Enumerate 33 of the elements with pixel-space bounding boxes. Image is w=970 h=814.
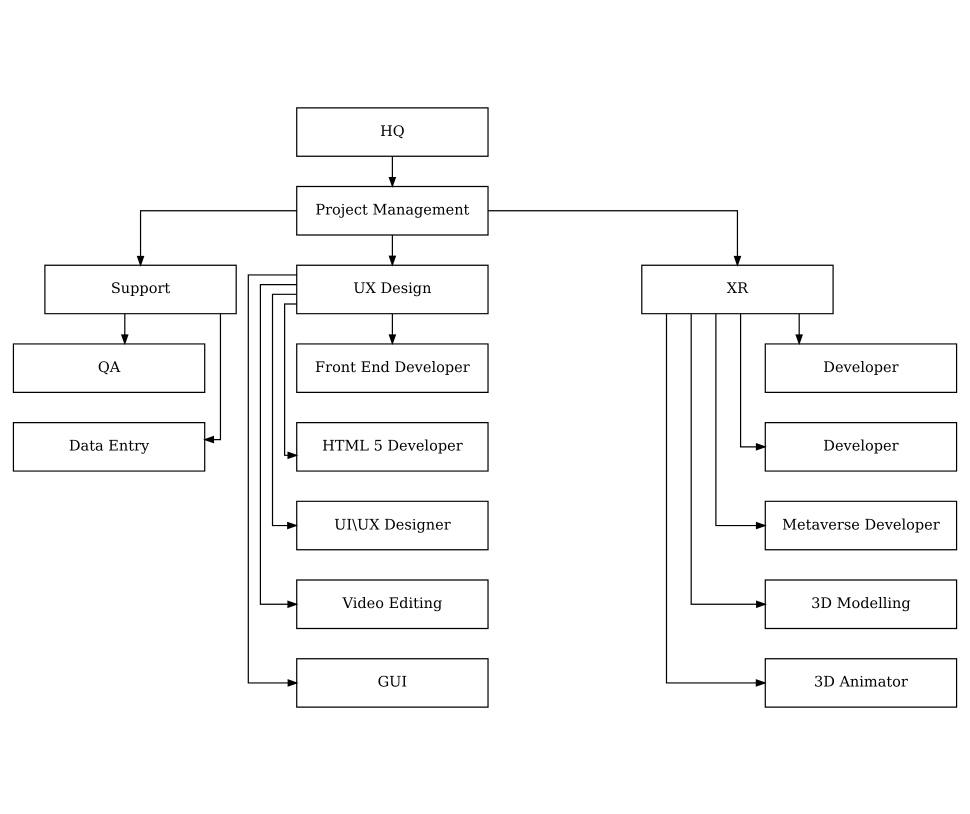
arrow xyxy=(120,313,129,345)
arrow xyxy=(248,274,299,686)
arrow xyxy=(715,313,767,529)
node-box: Project Management xyxy=(296,185,489,236)
node-box: UX Design xyxy=(296,264,489,314)
arrow xyxy=(272,293,298,529)
arrow xyxy=(388,234,396,266)
node-box: HTML 5 Developer xyxy=(296,422,489,472)
arrow xyxy=(795,313,803,345)
node-box: GUI xyxy=(296,658,489,708)
node-box: HQ xyxy=(296,106,489,156)
arrow xyxy=(136,210,296,266)
node-box: Developer xyxy=(764,342,958,392)
node-box: Video Editing xyxy=(296,578,489,629)
node-box: Metaverse Developer xyxy=(764,500,958,550)
arrow xyxy=(260,284,298,608)
arrow xyxy=(388,313,396,345)
arrow xyxy=(690,314,767,608)
node-box: Developer xyxy=(764,422,958,472)
node-box: Support xyxy=(44,264,237,314)
arrow xyxy=(388,156,396,188)
node-box: 3D Animator xyxy=(764,658,958,708)
arrow xyxy=(666,314,767,686)
arrow xyxy=(740,313,767,450)
node-box: XR xyxy=(641,264,834,314)
node-box: Front End Developer xyxy=(296,342,489,392)
arrow xyxy=(203,313,222,443)
arrow xyxy=(488,210,742,266)
node-box: Data Entry xyxy=(12,422,206,472)
arrow xyxy=(284,302,298,459)
node-box: QA xyxy=(12,342,206,392)
node-box: UI\UX Designer xyxy=(296,500,489,550)
node-box: 3D Modelling xyxy=(764,578,958,629)
